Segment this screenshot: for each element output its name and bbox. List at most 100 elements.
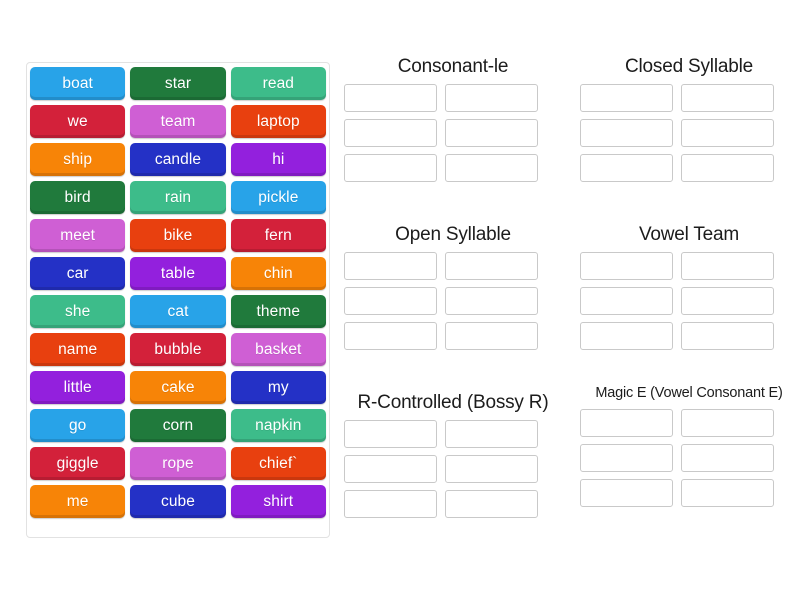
drop-zone[interactable] xyxy=(580,444,673,473)
drop-zone[interactable] xyxy=(580,84,673,113)
word-tile[interactable]: name xyxy=(30,333,126,366)
drop-zone[interactable] xyxy=(681,444,774,473)
word-tile[interactable]: car xyxy=(30,257,126,290)
drop-zone-grid xyxy=(580,252,798,351)
word-tile[interactable]: me xyxy=(30,485,126,518)
drop-zone[interactable] xyxy=(445,84,538,113)
drop-zone[interactable] xyxy=(445,154,538,183)
word-tile[interactable]: cake xyxy=(130,371,226,404)
category-title: Consonant-le xyxy=(397,56,509,77)
category-consonant-le: Consonant-le xyxy=(344,56,562,183)
category-title: Open Syllable xyxy=(395,224,511,245)
drop-zone[interactable] xyxy=(681,322,774,351)
word-tile[interactable]: napkin xyxy=(230,409,326,442)
drop-zone[interactable] xyxy=(681,479,774,508)
drop-zone[interactable] xyxy=(344,420,437,449)
drop-zone[interactable] xyxy=(344,322,437,351)
word-tile[interactable]: ship xyxy=(30,143,126,176)
word-tile[interactable]: rain xyxy=(130,181,226,214)
word-tile[interactable]: bike xyxy=(130,219,226,252)
word-tile[interactable]: pickle xyxy=(230,181,326,214)
category-closed-syllable: Closed Syllable xyxy=(580,56,798,183)
drop-zone[interactable] xyxy=(580,154,673,183)
word-tile[interactable]: theme xyxy=(230,295,326,328)
word-tile[interactable]: star xyxy=(130,67,226,100)
drop-zone[interactable] xyxy=(344,455,437,484)
drop-zone-grid xyxy=(344,84,562,183)
drop-zone[interactable] xyxy=(580,287,673,316)
word-tile[interactable]: shirt xyxy=(230,485,326,518)
drop-zone[interactable] xyxy=(681,119,774,148)
word-tile[interactable]: we xyxy=(30,105,126,138)
category-vowel-team: Vowel Team xyxy=(580,224,798,351)
drop-zone[interactable] xyxy=(445,252,538,281)
drop-zone[interactable] xyxy=(344,252,437,281)
word-tile[interactable]: cube xyxy=(130,485,226,518)
drop-zone[interactable] xyxy=(344,287,437,316)
word-tile[interactable]: bird xyxy=(30,181,126,214)
word-tile[interactable]: corn xyxy=(130,409,226,442)
word-tile[interactable]: go xyxy=(30,409,126,442)
drop-zone[interactable] xyxy=(344,119,437,148)
drop-zone[interactable] xyxy=(681,154,774,183)
word-tile[interactable]: rope xyxy=(130,447,226,480)
word-tile[interactable]: table xyxy=(130,257,226,290)
word-tile[interactable]: read xyxy=(230,67,326,100)
drop-zone[interactable] xyxy=(580,119,673,148)
drop-zone[interactable] xyxy=(445,420,538,449)
drop-zone[interactable] xyxy=(445,322,538,351)
category-title: Closed Syllable xyxy=(625,56,753,77)
word-tile[interactable]: chin xyxy=(230,257,326,290)
drop-zone[interactable] xyxy=(580,479,673,508)
category-title: Magic E (Vowel Consonant E) xyxy=(595,385,783,401)
drop-zone[interactable] xyxy=(445,119,538,148)
word-tile[interactable]: my xyxy=(230,371,326,404)
word-tile[interactable]: candle xyxy=(130,143,226,176)
word-tile[interactable]: giggle xyxy=(30,447,126,480)
word-tile[interactable]: team xyxy=(130,105,226,138)
category-r-controlled: R-Controlled (Bossy R) xyxy=(344,392,562,519)
category-title: R-Controlled (Bossy R) xyxy=(357,392,549,413)
drop-zone[interactable] xyxy=(580,322,673,351)
word-tile[interactable]: little xyxy=(30,371,126,404)
drop-zone[interactable] xyxy=(580,409,673,438)
drop-zone[interactable] xyxy=(681,287,774,316)
category-magic-e: Magic E (Vowel Consonant E) xyxy=(580,385,798,508)
drop-zone[interactable] xyxy=(681,84,774,113)
word-tile[interactable]: bubble xyxy=(130,333,226,366)
drop-zone-grid xyxy=(344,420,562,519)
drop-zone[interactable] xyxy=(344,154,437,183)
drop-zone-grid xyxy=(580,409,798,508)
drop-zone[interactable] xyxy=(445,490,538,519)
drop-zone[interactable] xyxy=(681,409,774,438)
drop-zone[interactable] xyxy=(580,252,673,281)
word-tile[interactable]: chief` xyxy=(230,447,326,480)
word-tile[interactable]: fern xyxy=(230,219,326,252)
drop-zone[interactable] xyxy=(681,252,774,281)
word-tile[interactable]: basket xyxy=(230,333,326,366)
word-tile[interactable]: boat xyxy=(30,67,126,100)
drop-zone[interactable] xyxy=(344,84,437,113)
drop-zone[interactable] xyxy=(445,287,538,316)
word-tile[interactable]: cat xyxy=(130,295,226,328)
word-tile[interactable]: hi xyxy=(230,143,326,176)
word-tile[interactable]: meet xyxy=(30,219,126,252)
word-tile[interactable]: laptop xyxy=(230,105,326,138)
word-tile[interactable]: she xyxy=(30,295,126,328)
category-title: Vowel Team xyxy=(638,224,740,245)
drop-zone[interactable] xyxy=(445,455,538,484)
drop-zone[interactable] xyxy=(344,490,437,519)
